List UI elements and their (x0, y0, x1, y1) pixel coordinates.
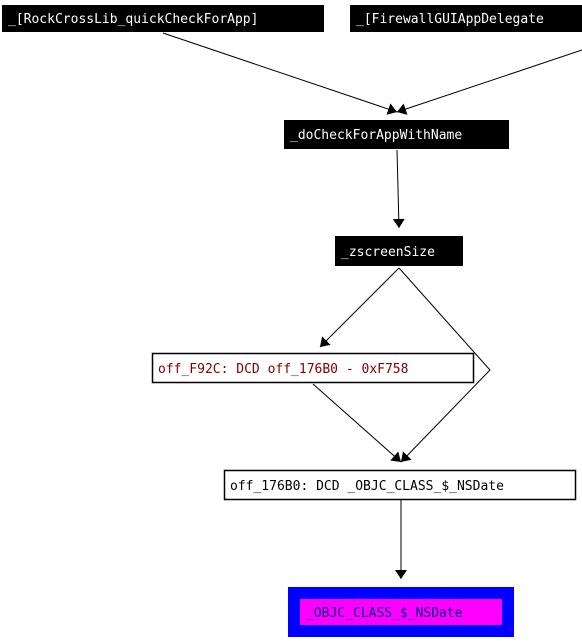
node-label: off_F92C: DCD off_176B0 - 0xF758 (158, 362, 408, 377)
node-box (151, 352, 475, 384)
edge-arrowhead (386, 103, 397, 115)
node-box (284, 120, 509, 149)
node-box (335, 236, 463, 266)
edge-n4-n5 (319, 267, 400, 348)
node-firewallguiappdelegate[interactable]: _[FirewallGUIAppDelegate (350, 5, 582, 32)
node-label: _OBJC_CLASS_$_NSDate (306, 606, 463, 621)
edge-arrowhead (320, 336, 331, 347)
node-box (223, 469, 577, 501)
edge-layer (162, 32, 582, 579)
edge-n3-n4 (396, 149, 400, 229)
node-label: _zscreenSize (341, 245, 435, 260)
edge-n5-n6 (312, 383, 402, 463)
node-label: off_176B0: DCD _OBJC_CLASS_$_NSDate (230, 479, 504, 494)
edge-arrowhead (397, 103, 408, 115)
node-zscreensize[interactable]: _zscreenSize (335, 236, 463, 266)
node-off-176b0[interactable]: off_176B0: DCD _OBJC_CLASS_$_NSDate (223, 469, 577, 501)
node-box (350, 5, 582, 32)
edge-arrowhead (401, 451, 412, 462)
edge-arrowhead (392, 218, 405, 228)
edge-arrowhead (395, 570, 407, 579)
node-off-f92c[interactable]: off_F92C: DCD off_176B0 - 0xF758 (151, 352, 475, 384)
edge-n4-n6 (398, 267, 491, 463)
edge-arrowhead (390, 451, 401, 462)
node-label: _doCheckForAppWithName (290, 128, 462, 143)
node-objc-class-nsdate[interactable]: _OBJC_CLASS_$_NSDate (288, 587, 514, 637)
edge-n2-n3 (396, 49, 582, 113)
edge-n1-n3 (162, 32, 398, 113)
node-box-inner (300, 599, 502, 625)
node-label: _[RockCrossLib_quickCheckForApp] (8, 12, 258, 27)
node-docheckforappwithname[interactable]: _doCheckForAppWithName (284, 120, 509, 149)
node-box (2, 5, 324, 32)
node-label: _[FirewallGUIAppDelegate (356, 12, 544, 27)
node-rockcrosslib-quickcheckforapp[interactable]: _[RockCrossLib_quickCheckForApp] (2, 5, 324, 32)
